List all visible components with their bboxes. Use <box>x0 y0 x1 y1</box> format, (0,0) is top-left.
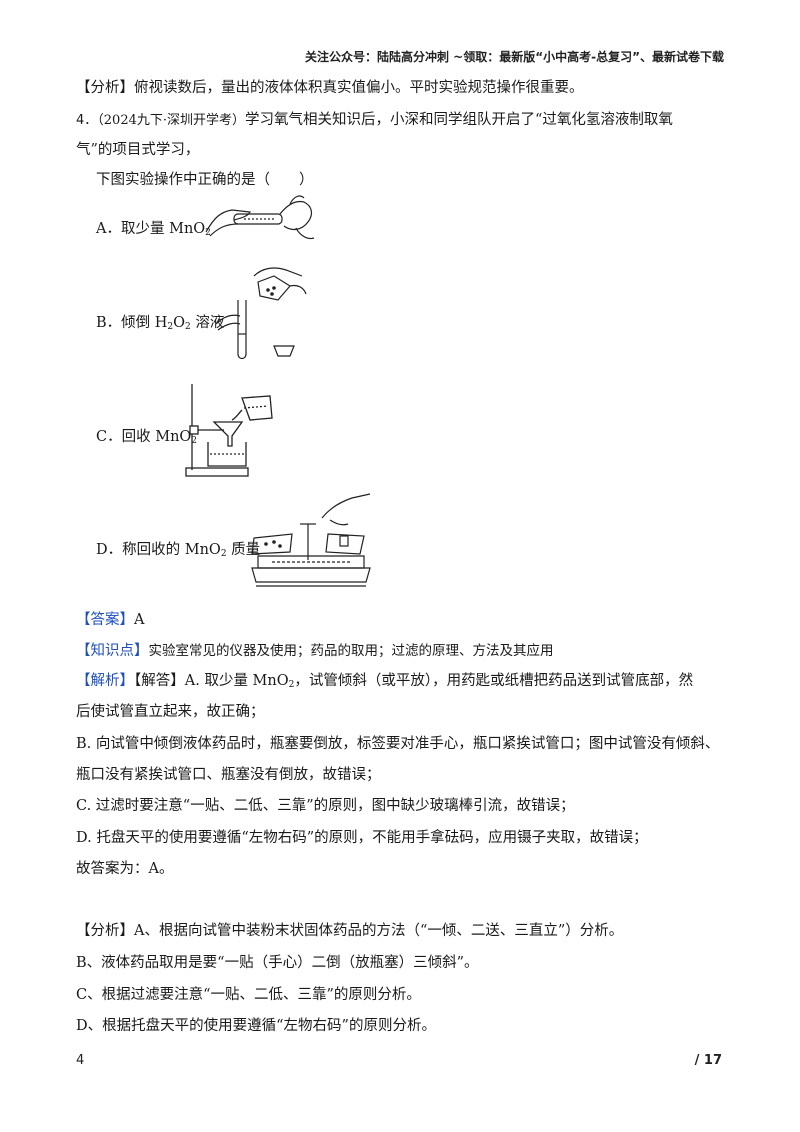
solution-line1-sub: 2 <box>288 680 295 690</box>
option-c-sub: 2 <box>191 436 198 446</box>
option-d-letter: D． <box>96 542 123 558</box>
option-b-text-mid: O <box>173 315 186 331</box>
solution-line7: 故答案为：A。 <box>76 861 174 877</box>
figure-d-balance <box>248 490 372 590</box>
question-number: 4． <box>76 113 98 128</box>
figure-a-powder-into-tube <box>204 192 316 248</box>
option-d-text: 称回收的 MnO <box>122 542 221 558</box>
analysis-line1: 【分析】A、根据向试管中装粉末状固体药品的方法（“一倾、二送、三直立”）分析。 <box>76 921 623 941</box>
page-number: 4 <box>76 1053 85 1068</box>
option-b-sub1: 2 <box>167 322 174 332</box>
option-c-letter: C． <box>96 429 122 445</box>
solution-tag: 【解析】 <box>76 673 134 689</box>
option-b-letter: B． <box>96 315 122 331</box>
solution-line4: 瓶口没有紧挨试管口、瓶塞没有倒放，故错误； <box>76 767 381 783</box>
knowledge-text: 实验室常见的仪器及使用；药品的取用；过滤的原理、方法及其应用 <box>148 643 554 659</box>
solution-line2: 后使试管直立起来，故正确； <box>76 704 265 720</box>
option-c-text: 回收 MnO <box>121 429 192 445</box>
solution-tag2: 【解答】 <box>134 673 185 689</box>
analysis-text1: A、根据向试管中装粉末状固体药品的方法（“一倾、二送、三直立”）分析。 <box>134 923 624 939</box>
figure-b-pouring-liquid <box>214 264 310 364</box>
solution-line1-after: ，试管倾斜（或平放），用药匙或纸槽把药品送到试管底部，然 <box>294 673 694 689</box>
solution-line1: 【解析】【解答】A. 取少量 MnO2，试管倾斜（或平放），用药匙或纸槽把药品送… <box>76 671 693 695</box>
knowledge-tag: 【知识点】 <box>76 643 149 659</box>
question-stem-line2: 气”的项目式学习， <box>76 142 200 158</box>
figure-c-filtration <box>184 380 280 480</box>
solution-line1-before: A. 取少量 MnO <box>184 673 289 689</box>
question-source: （2024九下·深圳开学考） <box>97 113 245 128</box>
question-stem-line1: 4．（2024九下·深圳开学考）学习氧气相关知识后，小深和同学组队开启了“过氧化… <box>76 110 673 131</box>
option-c[interactable]: C．回收 MnO2 <box>96 427 197 451</box>
option-b-text-after: 溶液 <box>190 315 225 331</box>
analysis-line3: C、根据过滤要注意“一贴、二低、三靠”的原则分析。 <box>76 987 421 1003</box>
solution-line6: D. 托盘天平的使用要遵循“左物右码”的原则，不能用手拿砝码，应用镊子夹取，故错… <box>76 830 648 846</box>
solution-line5: C. 过滤时要注意“一贴、二低、三靠”的原则，图中缺少玻璃棒引流，故错误； <box>76 798 575 814</box>
analysis-tag: 【分析】 <box>76 923 134 939</box>
option-b-sub2: 2 <box>185 322 191 332</box>
option-b[interactable]: B．倾倒 H2O2 溶液 <box>96 313 224 337</box>
option-a[interactable]: A．取少量 MnO2 <box>96 219 211 243</box>
answer-line: 【答案】A <box>76 610 144 630</box>
option-d[interactable]: D．称回收的 MnO2 质量 <box>96 540 260 564</box>
option-a-text: 取少量 MnO <box>120 221 206 237</box>
answer-value: A <box>134 612 145 628</box>
question-prompt: 下图实验操作中正确的是（ ） <box>96 172 314 188</box>
option-a-sub: 2 <box>205 228 211 238</box>
prev-analysis: 【分析】俯视读数后，量出的液体体积真实值偏小。平时实验规范操作很重要。 <box>76 78 584 98</box>
page-total: / 17 <box>694 1053 722 1068</box>
option-b-text: 倾倒 H <box>121 315 168 331</box>
analysis-line4: D、根据托盘天平的使用要遵循“左物右码”的原则分析。 <box>76 1018 436 1034</box>
answer-tag: 【答案】 <box>76 612 134 628</box>
solution-line3: B. 向试管中倾倒液体药品时，瓶塞要倒放，标签要对准手心，瓶口紧挨试管口；图中试… <box>76 736 720 752</box>
prev-analysis-tag: 【分析】 <box>76 80 134 96</box>
option-d-sub: 2 <box>220 549 227 559</box>
option-a-letter: A． <box>96 221 121 237</box>
question-stem-text1: 学习氧气相关知识后，小深和同学组队开启了“过氧化氢溶液制取氧 <box>245 112 673 128</box>
page-header: 关注公众号：陆陆高分冲刺 ~领取：最新版“小中高考-总复习”、最新试卷下载 <box>305 50 724 64</box>
analysis-line2: B、液体药品取用是要“一贴（手心）二倒（放瓶塞）三倾斜”。 <box>76 955 479 971</box>
prev-analysis-text: 俯视读数后，量出的液体体积真实值偏小。平时实验规范操作很重要。 <box>134 80 584 96</box>
knowledge-line: 【知识点】实验室常见的仪器及使用；药品的取用；过滤的原理、方法及其应用 <box>76 641 554 661</box>
